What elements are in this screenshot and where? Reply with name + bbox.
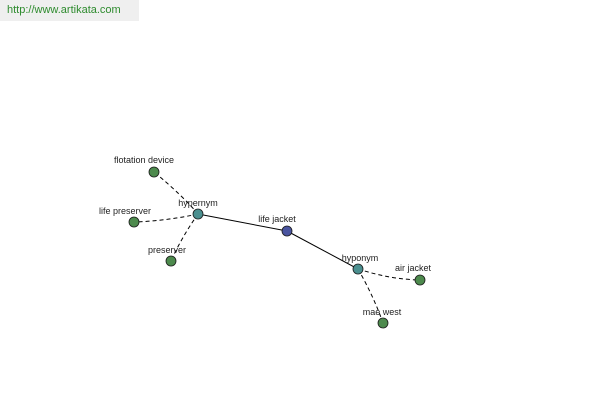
node-label-preserver: preserver [148,245,186,255]
node-label-flotation-device: flotation device [114,155,174,165]
node-dot-mae-west[interactable] [377,317,389,329]
node-dot-air-jacket[interactable] [414,274,426,286]
node-label-mae-west: mae west [363,307,402,317]
node-life-preserver[interactable]: life preserver [99,206,151,228]
node-label-life-jacket: life jacket [258,214,296,224]
node-dot-life-preserver[interactable] [128,216,140,228]
node-air-jacket[interactable]: air jacket [395,263,432,286]
edge-life-jacket-to-hypernym [197,213,288,232]
node-hypernym[interactable]: hypernym [178,198,218,220]
node-label-hypernym: hypernym [178,198,218,208]
node-label-life-preserver: life preserver [99,206,151,216]
edge-hypernym-to-life-preserver [133,213,199,223]
node-dot-life-jacket[interactable] [281,225,293,237]
artikata-link[interactable]: http://www.artikata.com [0,0,139,21]
node-dot-flotation-device[interactable] [148,166,160,178]
node-dot-preserver[interactable] [165,255,177,267]
node-mae-west[interactable]: mae west [363,307,402,329]
node-flotation-device[interactable]: flotation device [114,155,174,178]
node-life-jacket[interactable]: life jacket [258,214,296,237]
node-label-hyponym: hyponym [342,253,379,263]
graph-nodes: life jacket hypernym hyponym flotation devi… [99,155,432,329]
node-preserver[interactable]: preserver [148,245,186,267]
edge-hyponym-to-mae-west [357,268,384,324]
node-dot-hypernym[interactable] [192,208,204,220]
node-label-air-jacket: air jacket [395,263,432,273]
edge-life-jacket-to-hyponym [286,230,359,270]
node-dot-hyponym[interactable] [352,263,364,275]
node-hyponym[interactable]: hyponym [342,253,379,275]
